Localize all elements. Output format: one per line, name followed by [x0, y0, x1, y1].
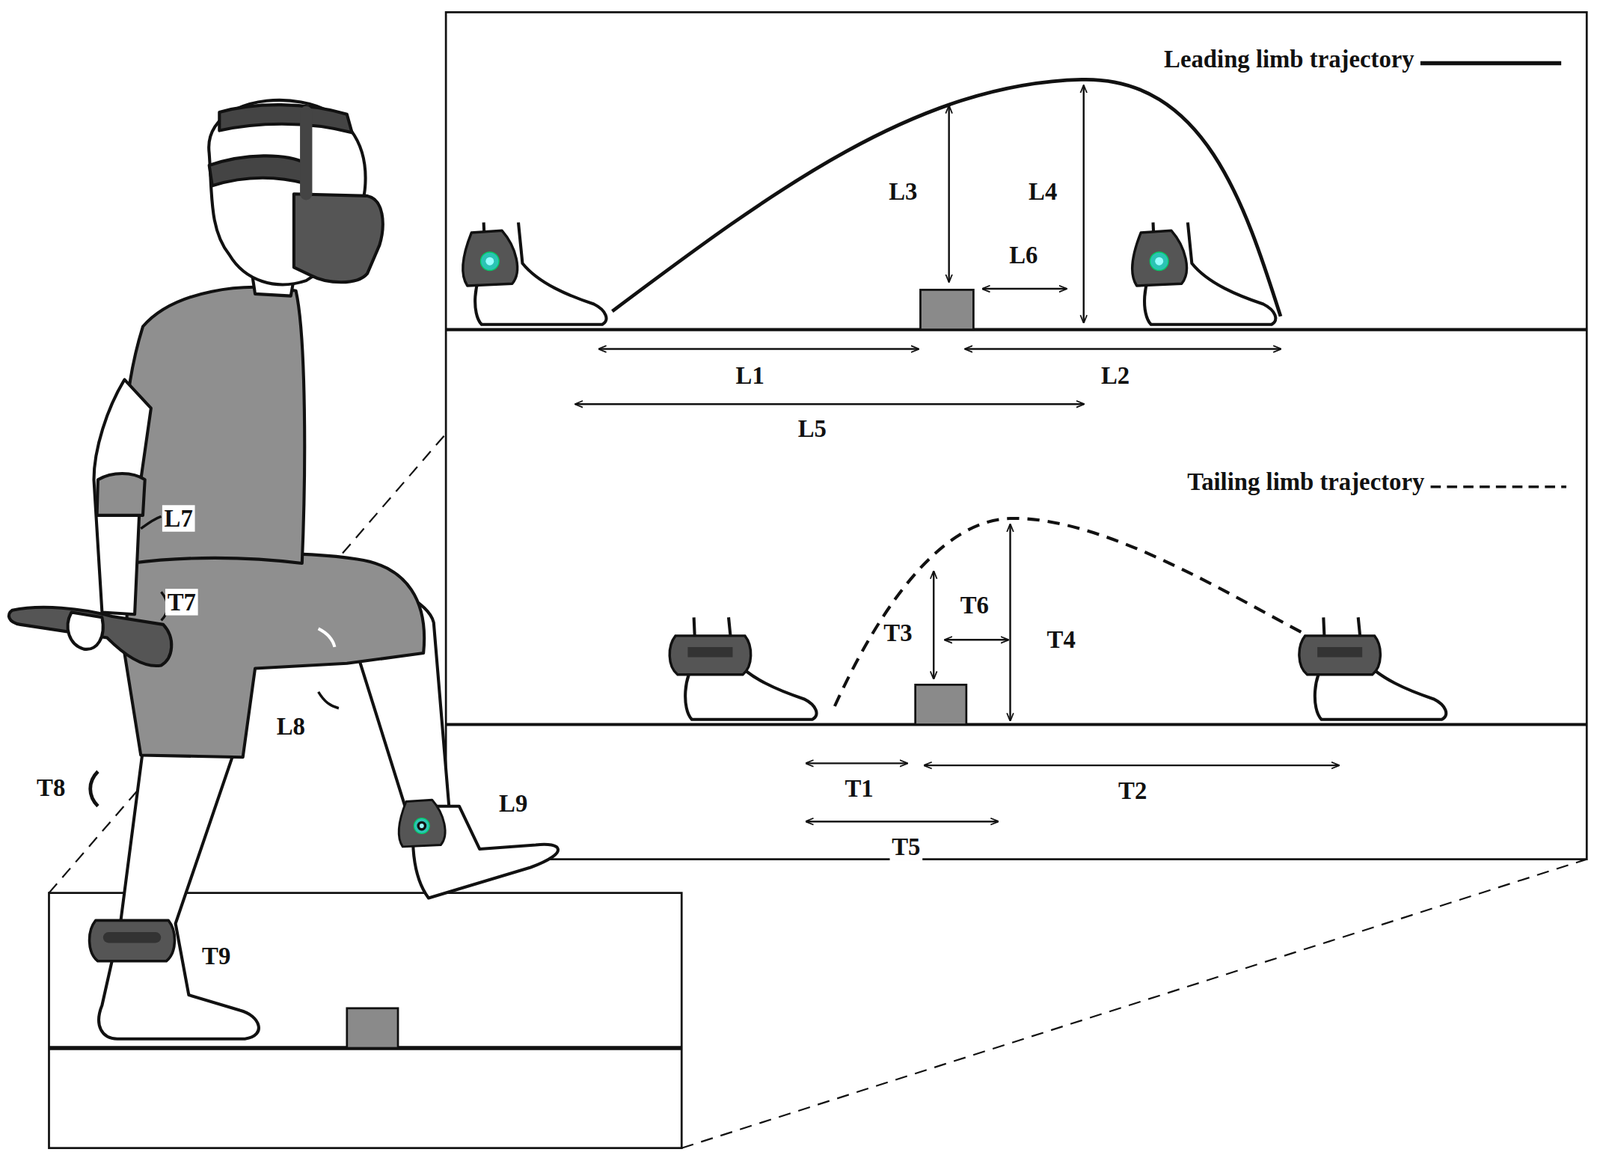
ground-line	[445, 723, 1587, 727]
legend-text: Tailing limb trajectory	[1185, 468, 1428, 495]
dimension-label: L7	[162, 504, 196, 532]
dimension-label: T7	[165, 588, 199, 615]
dimension-label: L5	[795, 415, 829, 442]
dimension-label: L6	[1006, 241, 1040, 268]
tailing-trajectory	[834, 518, 1307, 707]
dimension-label: L1	[733, 362, 767, 389]
obstacle	[915, 684, 967, 725]
dimension-label: L9	[496, 789, 530, 817]
panel-frame	[445, 11, 1587, 859]
dimension-label: T8	[34, 774, 68, 801]
dimension-label: L4	[1026, 178, 1060, 205]
legend-text: Leading limb trajectory	[1161, 45, 1416, 72]
tailing-foot	[1299, 617, 1446, 719]
leading-foot	[463, 222, 607, 324]
person	[8, 100, 559, 1039]
tailing-foot	[669, 617, 817, 719]
dimension-label: T4	[1044, 626, 1078, 654]
ground-line	[445, 328, 1587, 332]
leading-trajectory	[611, 79, 1281, 317]
dimension-label: L3	[886, 178, 920, 205]
dimension-label: L8	[274, 713, 308, 740]
dimension-label: T6	[958, 591, 992, 618]
angle-arcs	[90, 516, 339, 806]
dimension-label: L2	[1098, 362, 1132, 389]
dimension-label: T2	[1116, 777, 1149, 804]
dimension-label: T1	[843, 775, 876, 802]
legend-sample	[1420, 61, 1562, 66]
legend-sample	[1430, 485, 1567, 488]
dimension-arrows	[575, 86, 1339, 823]
obstacle	[347, 1008, 398, 1048]
dimension-label: T5	[890, 834, 924, 861]
obstacle	[920, 289, 974, 330]
dimension-label: T9	[199, 942, 233, 969]
dimension-label: T3	[881, 619, 915, 646]
zoom-line	[681, 859, 1587, 1149]
